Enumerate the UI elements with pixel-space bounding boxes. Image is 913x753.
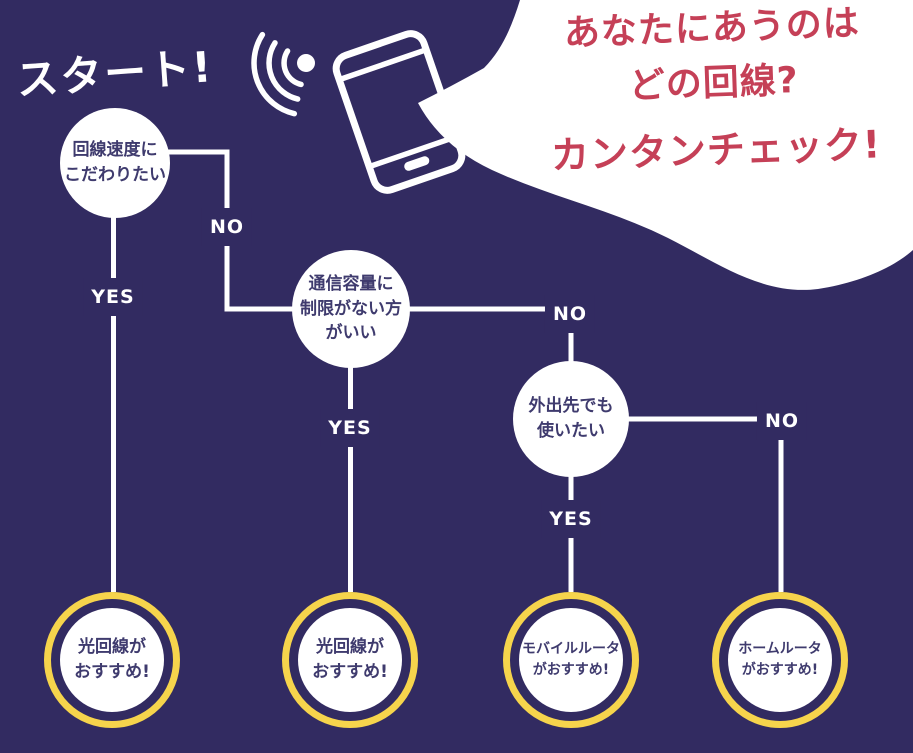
result-text-line: 光回線が	[78, 636, 146, 657]
result-text-line: がおすすめ!	[532, 662, 610, 678]
question-node-3: 外出先でも 使いたい	[513, 361, 629, 477]
wifi-arc-small	[281, 48, 304, 88]
result-node-4: ホームルータ がおすすめ!	[712, 592, 848, 728]
question-text-line: 使いたい	[537, 421, 605, 441]
result-text-line: がおすすめ!	[741, 662, 819, 678]
question-text-line: 外出先でも	[528, 396, 614, 417]
smartphone-home-button	[404, 156, 430, 171]
wifi-dot	[297, 54, 315, 72]
result-circle: モバイルルータ がおすすめ!	[519, 608, 623, 712]
result-text-line: 光回線が	[316, 636, 384, 657]
question-node-1: 回線速度に こだわりたい	[60, 108, 170, 218]
label-q3-no: NO	[756, 402, 808, 440]
result-circle: 光回線が おすすめ!	[298, 608, 402, 712]
smartphone-bottom-bezel-line	[369, 134, 457, 169]
speech-bubble	[418, 0, 913, 290]
label-q1-no: NO	[201, 208, 253, 246]
result-node-1: 光回線が おすすめ!	[44, 592, 180, 728]
question-text-line: 制限がない方	[300, 298, 402, 319]
label-q2-yes: YES	[320, 409, 380, 447]
result-node-3: モバイルルータ がおすすめ!	[503, 592, 639, 728]
result-node-2: 光回線が おすすめ!	[282, 592, 418, 728]
label-q2-no: NO	[544, 295, 596, 333]
question-text-line: こだわりたい	[64, 165, 166, 185]
result-text-line: モバイルルータ	[522, 641, 620, 657]
question-text-line: 通信容量に	[308, 274, 394, 295]
result-text-line: おすすめ!	[312, 662, 388, 682]
result-circle: ホームルータ がおすすめ!	[728, 608, 832, 712]
result-circle: 光回線が おすすめ!	[60, 608, 164, 712]
wifi-signal-icon	[251, 31, 315, 117]
wifi-arc-medium	[266, 40, 301, 102]
result-text-line: ホームルータ	[738, 641, 822, 657]
bubble-headline-line-2: どの回線?	[628, 60, 800, 108]
result-text-line: おすすめ!	[74, 662, 150, 682]
question-text-line: 回線速度に	[72, 140, 158, 161]
smartphone-top-bezel-line	[339, 47, 427, 82]
label-q1-yes: YES	[83, 278, 143, 316]
label-q3-yes: YES	[541, 500, 601, 538]
bubble-headline: あなたにあうのは どの回線? カンタンチェック!	[515, 1, 913, 179]
wifi-arc-large	[251, 31, 298, 117]
question-node-2: 通信容量に 制限がない方 がいい	[292, 250, 410, 368]
question-text-line: がいい	[325, 323, 377, 344]
